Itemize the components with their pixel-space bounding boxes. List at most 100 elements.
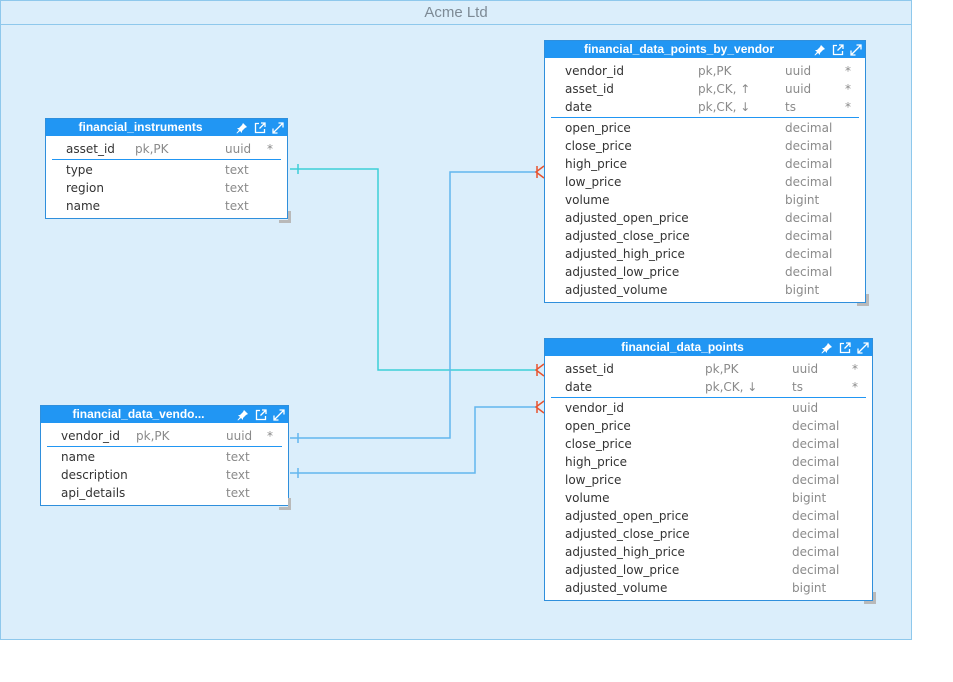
column-type: text [225, 163, 249, 177]
column-name: description [61, 468, 128, 482]
resize-handle[interactable] [279, 211, 291, 223]
required-marker: * [845, 64, 851, 78]
resize-handle[interactable] [279, 498, 291, 510]
column-name: date [565, 380, 593, 394]
open-external-icon[interactable] [255, 408, 267, 421]
column-row[interactable]: name text [46, 197, 287, 215]
column-type: text [226, 450, 250, 464]
column-type: text [226, 486, 250, 500]
column-type: text [225, 199, 249, 213]
expand-icon[interactable] [272, 121, 284, 134]
column-type: text [225, 181, 249, 195]
column-name: vendor_id [565, 64, 624, 78]
expand-icon[interactable] [850, 43, 862, 56]
column-name: adjusted_high_price [565, 247, 685, 261]
column-row[interactable]: api_details text [41, 484, 288, 502]
column-name: high_price [565, 455, 628, 469]
open-external-icon[interactable] [839, 341, 851, 354]
required-marker: * [852, 380, 858, 394]
column-type: decimal [792, 527, 840, 541]
pin-icon[interactable] [821, 342, 833, 354]
header-icons [821, 339, 869, 356]
open-external-icon[interactable] [832, 43, 844, 56]
column-type: decimal [792, 563, 840, 577]
pin-icon[interactable] [814, 44, 826, 56]
link-vendors-points[interactable] [290, 400, 545, 478]
column-type: decimal [792, 473, 840, 487]
column-name: name [66, 199, 101, 213]
required-marker: * [267, 142, 273, 156]
expand-icon[interactable] [857, 341, 869, 354]
table-title-text: financial_data_points_by_vendor [583, 42, 775, 56]
table-title[interactable]: financial_instruments [46, 119, 287, 136]
column-type: ts [792, 380, 803, 394]
column-row[interactable]: name text [41, 448, 288, 466]
key-separator [52, 159, 281, 160]
header-icons [236, 119, 284, 136]
column-type: decimal [785, 121, 833, 135]
column-name: asset_id [565, 362, 614, 376]
table-title[interactable]: financial_data_vendo... [41, 406, 288, 423]
column-type: bigint [785, 193, 820, 207]
column-type: decimal [792, 437, 840, 451]
column-type: decimal [785, 247, 833, 261]
resize-handle[interactable] [864, 592, 876, 604]
table-financial-data-points-by-vendor[interactable]: financial_data_points_by_vendor vendor_id… [544, 40, 866, 303]
column-row[interactable]: adjusted_high_price decimal [545, 245, 865, 263]
pin-icon[interactable] [236, 122, 248, 134]
column-type: uuid [226, 429, 253, 443]
expand-icon[interactable] [273, 408, 285, 421]
column-name: adjusted_low_price [565, 563, 680, 577]
link-vendors-pointsbyvendor[interactable] [290, 165, 545, 443]
column-name: api_details [61, 486, 126, 500]
column-type: decimal [792, 419, 840, 433]
column-type: uuid [785, 64, 812, 78]
table-title-text: financial_data_vendo... [72, 407, 205, 421]
link-instruments-points[interactable] [290, 164, 545, 377]
key-separator [551, 117, 859, 118]
required-marker: * [267, 429, 273, 443]
open-external-icon[interactable] [254, 121, 266, 134]
table-title[interactable]: financial_data_points [545, 339, 872, 356]
table-title[interactable]: financial_data_points_by_vendor [545, 41, 865, 58]
column-type: decimal [785, 175, 833, 189]
pin-icon[interactable] [237, 409, 249, 421]
column-name: name [61, 450, 96, 464]
column-row[interactable]: adjusted_low_price decimal [545, 561, 872, 579]
column-name: high_price [565, 157, 628, 171]
resize-handle[interactable] [857, 294, 869, 306]
